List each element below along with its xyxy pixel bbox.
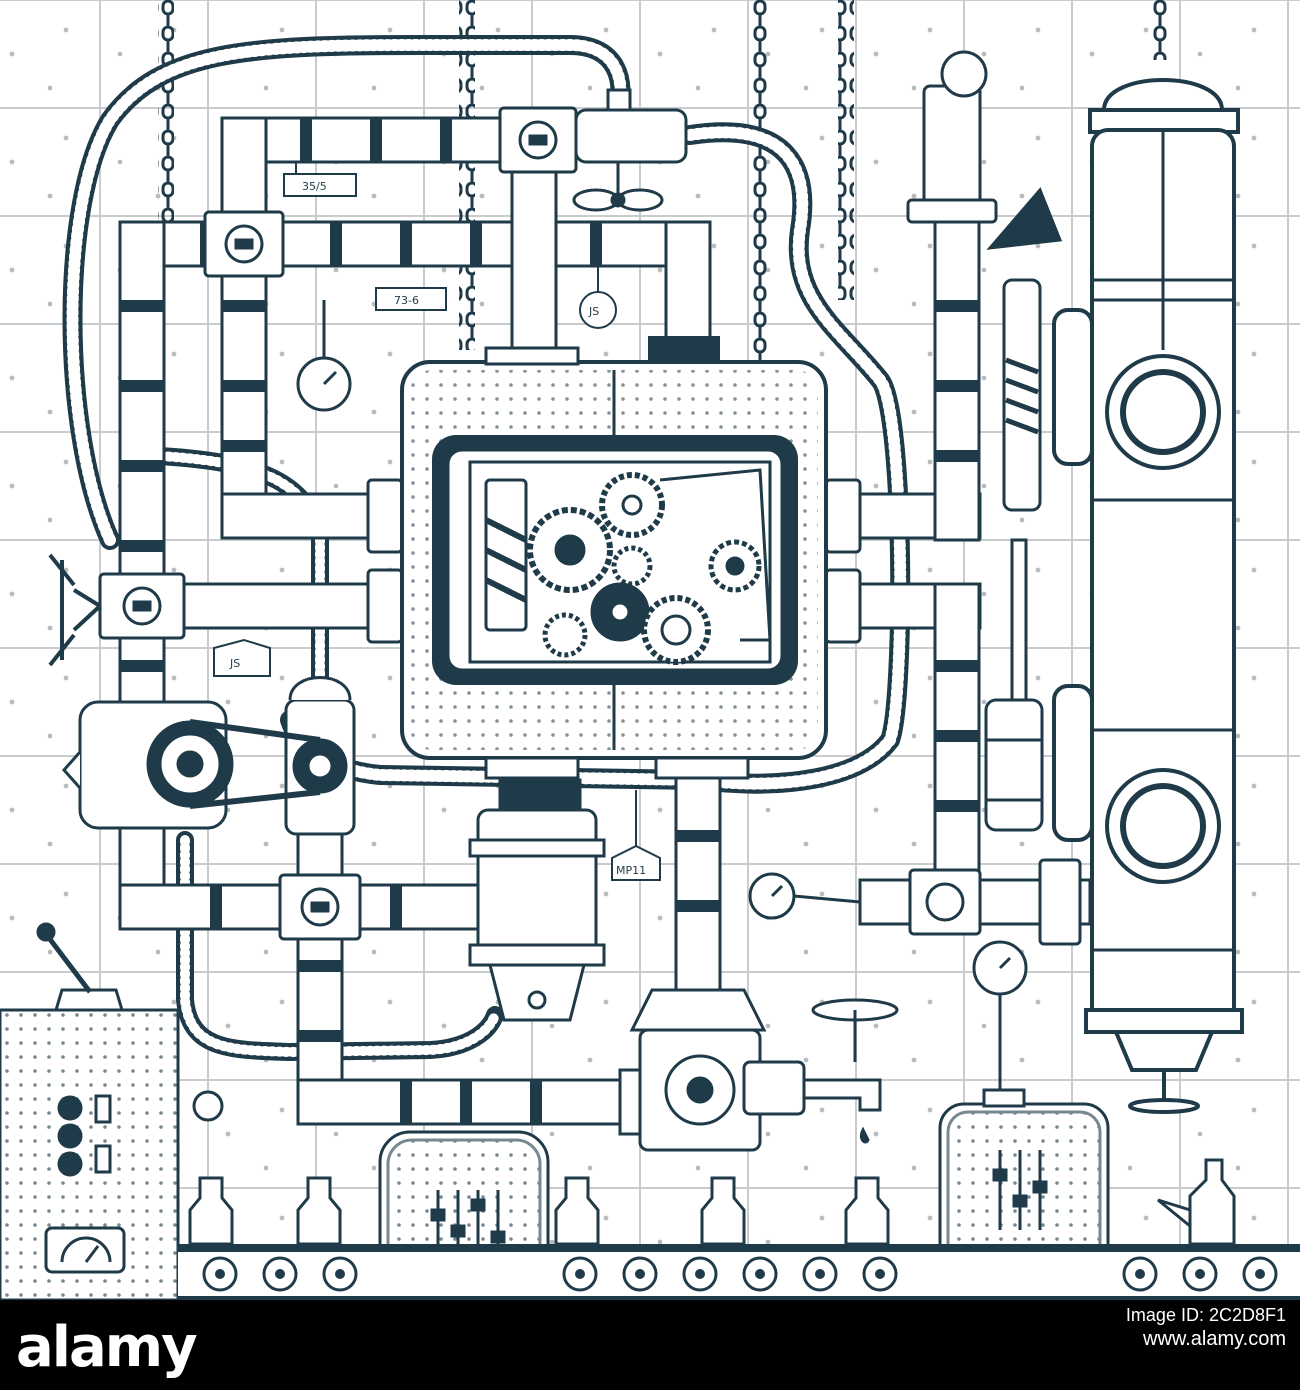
knob-3 bbox=[57, 1151, 83, 1177]
pipe-valves bbox=[98, 88, 1082, 946]
tag-73-6: 73-6 bbox=[375, 287, 447, 311]
footer-info: Image ID: 2C2D8F1 www.alamy.com bbox=[1126, 1304, 1286, 1352]
tag-mp11-label: MP11 bbox=[616, 864, 646, 877]
tall-column-tank bbox=[1052, 78, 1244, 1114]
belt-drive-motor bbox=[61, 676, 356, 836]
bottles bbox=[188, 1158, 1236, 1246]
gear-mechanism bbox=[484, 468, 772, 665]
tag-35-5: 35/5 bbox=[283, 162, 357, 197]
site-url-text: www.alamy.com bbox=[1143, 1328, 1286, 1350]
stock-footer-bar: alamy Image ID: 2C2D8F1 www.alamy.com bbox=[0, 1300, 1300, 1390]
tag-35-5-label: 35/5 bbox=[302, 180, 327, 193]
alamy-logo: alamy bbox=[10, 1300, 260, 1390]
conveyor-belt bbox=[178, 1244, 1300, 1300]
tag-js-left: JS bbox=[213, 638, 271, 677]
knob-2 bbox=[57, 1123, 83, 1149]
tag-73-6-label: 73-6 bbox=[394, 294, 419, 307]
alamy-logo-text: alamy bbox=[16, 1315, 197, 1380]
pressure-gauges bbox=[296, 300, 1028, 1090]
pipe-segment-marks bbox=[120, 118, 979, 1124]
tag-js-upper: JS bbox=[579, 266, 617, 329]
tag-mp11: MP11 bbox=[611, 790, 661, 881]
propeller-fan-icon bbox=[572, 162, 664, 212]
tag-js-left-label: JS bbox=[229, 657, 240, 670]
tag-js-upper-label: JS bbox=[588, 305, 599, 318]
faucet-assembly bbox=[618, 988, 899, 1152]
valve-handwheel-left[interactable] bbox=[48, 553, 102, 667]
right-spring-column bbox=[906, 50, 1063, 832]
filter-tank bbox=[468, 778, 606, 1022]
control-panel bbox=[0, 922, 224, 1300]
steampunk-machine-illustration: 35/5 73-6 JS JS MP11 bbox=[0, 0, 1300, 1300]
image-id-text: Image ID: 2C2D8F1 bbox=[1125, 1305, 1286, 1325]
knob-1 bbox=[57, 1095, 83, 1121]
